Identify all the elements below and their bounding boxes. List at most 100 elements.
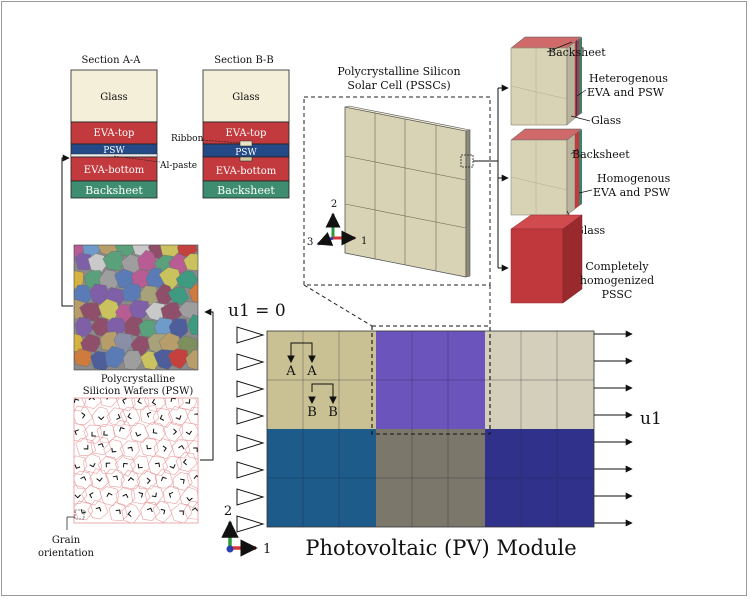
section-aa-backsheet-label: Backsheet — [85, 184, 143, 197]
orientation-cell — [119, 440, 140, 461]
orientation-glyph — [173, 428, 178, 435]
section-aa-psw-label: PSW — [103, 146, 125, 156]
orientation-glyph — [122, 462, 128, 468]
orientation-glyph — [116, 413, 121, 420]
hom-line2: EVA and PSW — [593, 186, 671, 199]
orientation-glyph — [182, 458, 187, 466]
orientation-cell — [105, 468, 125, 488]
orientation-cell — [184, 440, 198, 460]
orientation-glyph — [89, 492, 94, 499]
orientation-cell — [114, 455, 136, 477]
orientation-glyph — [146, 507, 153, 513]
support-triangle — [236, 461, 265, 479]
orientation-glyph — [168, 491, 174, 498]
orientation-glyph — [194, 413, 198, 418]
orientation-glyph — [111, 447, 117, 453]
orientation-cell — [90, 435, 112, 456]
orientation-cell — [130, 484, 151, 505]
orientation-cell — [179, 486, 198, 508]
psw-label-line2: Silicion Wafers (PSW) — [83, 386, 194, 397]
orientation-glyph — [80, 476, 87, 481]
psw-label-line1: Polycrystalline — [101, 374, 175, 385]
orientation-cell — [121, 503, 141, 523]
orientation-cell — [112, 420, 133, 440]
fixed-supports — [236, 326, 265, 533]
orientation-cell — [183, 500, 198, 520]
orientation-glyph — [162, 445, 167, 452]
pv-cell-bottom-left — [267, 429, 376, 527]
homz-line1: Completely — [585, 260, 649, 273]
het-backsheet-label: Backsheet — [548, 46, 606, 59]
heterogenous-model: Backsheet Heterogenous EVA and PSW Glass — [510, 36, 668, 127]
hom-line1: Homogenous — [597, 172, 671, 185]
orientation-cell — [136, 470, 158, 490]
orientation-cell — [97, 455, 119, 475]
section-bb-psw-label: PSW — [235, 148, 257, 158]
section-aa-glass-label: Glass — [100, 92, 127, 103]
orientation-glyph — [169, 464, 176, 469]
orientation-glyph — [152, 428, 158, 434]
pssc-axis-3-label: 3 — [307, 237, 313, 248]
orientation-glyph — [151, 492, 157, 498]
orientation-cell — [147, 455, 169, 476]
section-bb-eva-bottom-label: EVA-bottom — [216, 166, 277, 177]
orientation-cell — [115, 487, 136, 508]
orientation-cell — [187, 406, 198, 426]
orientation-glyph — [127, 446, 133, 452]
u1-label: u1 — [640, 409, 662, 429]
orientation-cell — [171, 439, 191, 459]
pssc-axis-triad: 2 1 3 — [307, 199, 367, 248]
grain-cell — [102, 251, 125, 271]
psw-connectors — [61, 154, 214, 461]
pv-cell-top-right — [485, 331, 594, 429]
grain-cell — [74, 252, 95, 271]
grain-label-line2: orientation — [38, 548, 95, 559]
section-bb-glass-label: Glass — [232, 92, 259, 103]
homogenized-model: Completely homogenized PSSC — [510, 214, 654, 304]
orientation-cell — [99, 486, 120, 507]
grain-orientation-marker — [74, 509, 85, 520]
orientation-glyph — [185, 430, 192, 435]
support-triangle — [236, 488, 265, 506]
pv-cell-bottom-middle — [376, 429, 485, 527]
model-connectors — [473, 84, 509, 272]
orientation-glyph — [127, 510, 132, 518]
orientation-cell — [129, 422, 149, 443]
section-bb-backsheet-layer — [202, 180, 290, 199]
ribbon-label: Ribbon — [171, 134, 204, 144]
orientation-cell — [170, 503, 193, 523]
orientation-glyph — [180, 478, 185, 484]
grain-cell — [80, 333, 101, 353]
orientation-glyph — [112, 475, 119, 481]
orientation-cell — [153, 407, 174, 428]
orientation-glyph — [106, 492, 113, 498]
homogenous-model: Backsheet Homogenous EVA and PSW Glass — [510, 128, 671, 237]
pssc-slab-top — [344, 105, 471, 132]
orientation-glyph — [151, 398, 157, 406]
orientation-glyph — [103, 430, 108, 436]
grain-cell — [187, 314, 198, 336]
support-triangle — [236, 407, 265, 425]
pssc-grid-lines — [344, 113, 467, 271]
orientation-glyph — [74, 464, 81, 469]
al-paste-leader — [113, 155, 161, 163]
orientation-cell — [108, 502, 128, 522]
het-line2: EVA and PSW — [587, 86, 665, 99]
zoom-connector-left — [303, 284, 373, 327]
orientation-glyph — [186, 497, 193, 502]
al-paste-label: Al-paste — [159, 161, 197, 171]
orientation-cell — [144, 421, 166, 441]
orientation-cell — [103, 439, 125, 461]
orientation-glyph — [98, 416, 105, 421]
pv-cell-top-middle — [376, 331, 485, 429]
het-glass-label: Glass — [591, 114, 622, 127]
orientation-cell — [154, 468, 174, 489]
orientation-cell — [83, 453, 103, 474]
section-markers — [287, 342, 337, 405]
grain-cell — [104, 345, 126, 369]
orientation-glyph — [135, 432, 142, 437]
homz-line3: PSSC — [602, 288, 633, 301]
pssc-axis-2-label: 2 — [331, 199, 337, 210]
